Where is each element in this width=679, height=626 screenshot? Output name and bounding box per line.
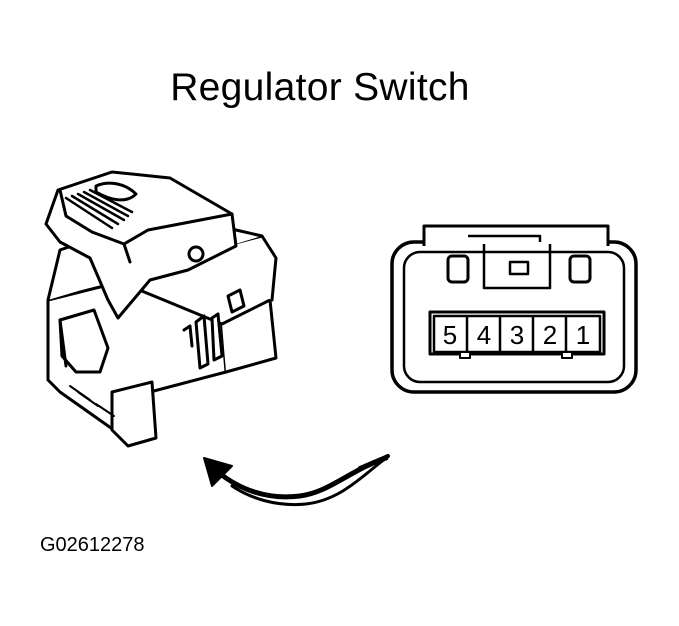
curved-arrow-icon	[203, 454, 390, 507]
regulator-switch-icon	[44, 170, 278, 448]
switch-connector-face-icon	[390, 224, 638, 394]
figure-code: G02612278	[40, 534, 145, 556]
pin-label: 2	[543, 320, 557, 350]
pin-label: 3	[510, 320, 524, 350]
pin-label: 5	[443, 320, 457, 350]
pin-label: 4	[477, 320, 491, 350]
pin-label: 1	[576, 320, 590, 350]
diagram-title: Regulator Switch	[170, 66, 470, 109]
connector-pin-labels: 5 4 3 2 1	[443, 320, 590, 350]
